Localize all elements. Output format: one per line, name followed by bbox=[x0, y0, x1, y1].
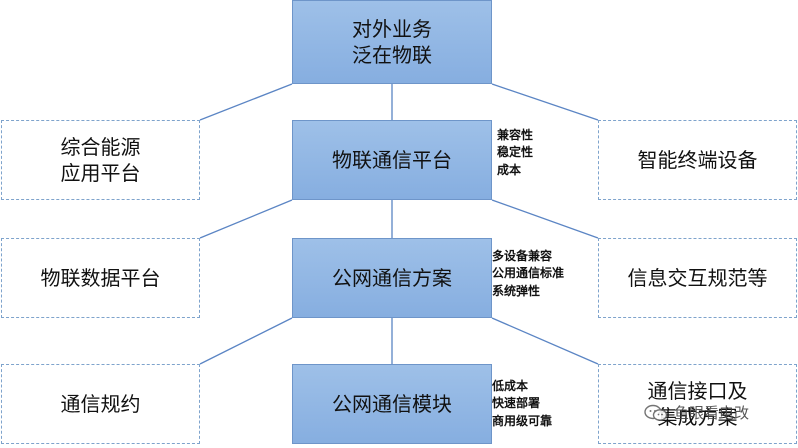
node-module: 公网通信模块 bbox=[292, 364, 492, 444]
line-scheme-to-left3 bbox=[199, 317, 293, 365]
node-left3: 通信规约 bbox=[1, 364, 200, 444]
line-scheme-to-right3 bbox=[491, 317, 599, 365]
node-right3: 通信接口及 集成方案 bbox=[598, 364, 797, 444]
line-top-to-left1 bbox=[199, 83, 293, 121]
node-scheme: 公网通信方案 bbox=[292, 238, 492, 318]
note-module: 低成本 快速部署 商用级可靠 bbox=[492, 379, 553, 428]
wechat-icon bbox=[644, 404, 668, 421]
note-scheme: 多设备兼容 公用通信标准 系统弹性 bbox=[492, 249, 565, 298]
node-top: 对外业务 泛在物联 bbox=[292, 0, 492, 84]
node-right2: 信息交互规范等 bbox=[598, 238, 797, 318]
note-platform: 兼容性 稳定性 成本 bbox=[497, 128, 534, 177]
watermark: 鱼眼看电改 bbox=[644, 402, 749, 423]
watermark-text: 鱼眼看电改 bbox=[674, 404, 750, 422]
node-left2: 物联数据平台 bbox=[1, 238, 200, 318]
line-platform-to-left2 bbox=[199, 199, 293, 239]
node-platform: 物联通信平台 bbox=[292, 120, 492, 200]
node-right1: 智能终端设备 bbox=[598, 120, 797, 200]
line-platform-to-right2 bbox=[491, 199, 599, 239]
line-top-to-right1 bbox=[491, 83, 599, 121]
node-left1: 综合能源 应用平台 bbox=[1, 120, 200, 200]
